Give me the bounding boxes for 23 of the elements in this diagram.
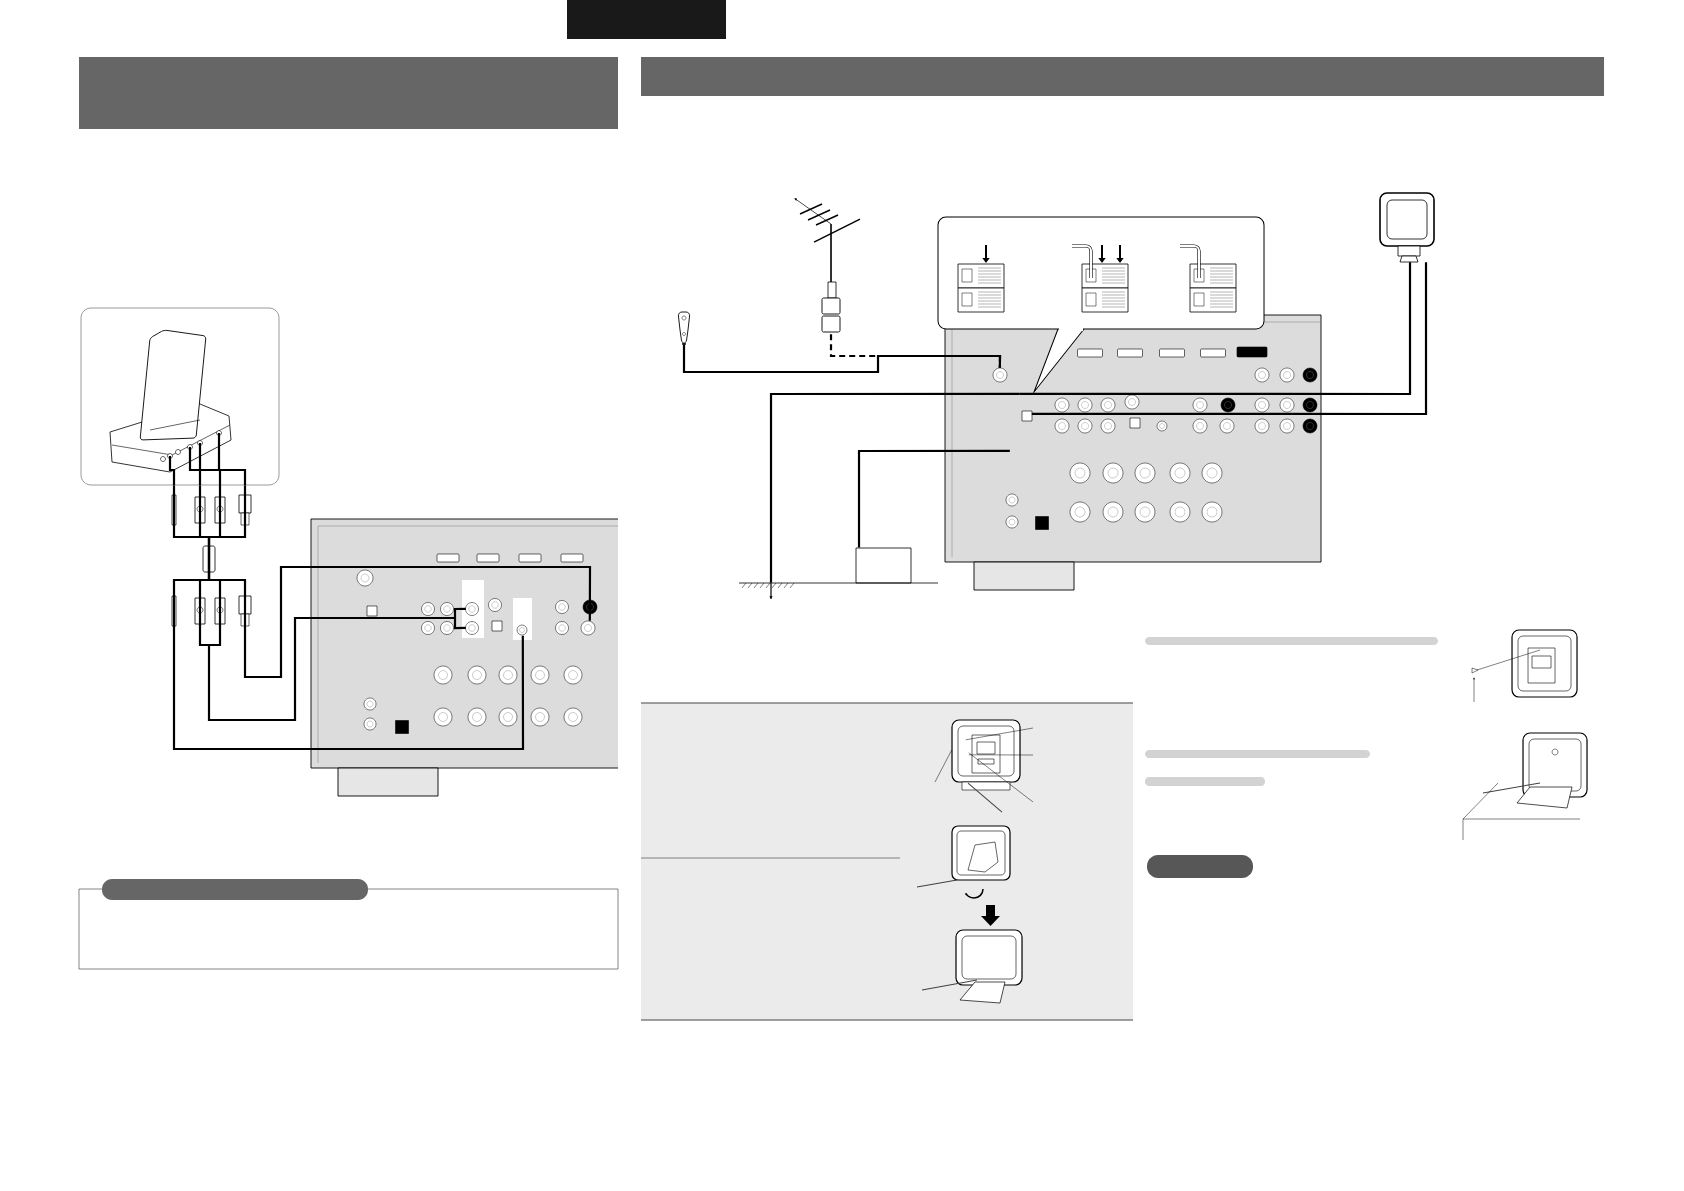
- cable: [829, 334, 1002, 368]
- indoor-antenna-drawing: [677, 311, 691, 345]
- leader-line: [968, 754, 1034, 756]
- leader-line: [968, 752, 1034, 803]
- cable: [1019, 262, 1412, 396]
- cable: [172, 485, 525, 751]
- cable: [682, 344, 1002, 374]
- leader-line: [934, 749, 953, 783]
- loop-antenna-drawing: [951, 719, 1021, 813]
- loop-antenna-drawing: [1379, 192, 1435, 263]
- receiver-rear-panel-drawing: [944, 314, 1322, 591]
- note-heading-pill: [1147, 855, 1253, 878]
- receiver-rear-panel-drawing: [310, 518, 619, 797]
- ground-drawing: [738, 582, 939, 600]
- dock-station-drawing: [80, 307, 280, 486]
- cable: [1031, 262, 1428, 416]
- cable: [769, 392, 1020, 583]
- outdoor-antenna-drawing: [794, 198, 861, 333]
- note-heading-pill: [102, 879, 368, 900]
- cable: [198, 483, 467, 722]
- leader-line: [965, 727, 1034, 741]
- cable: [857, 449, 1010, 548]
- enclosure-box: [855, 547, 912, 584]
